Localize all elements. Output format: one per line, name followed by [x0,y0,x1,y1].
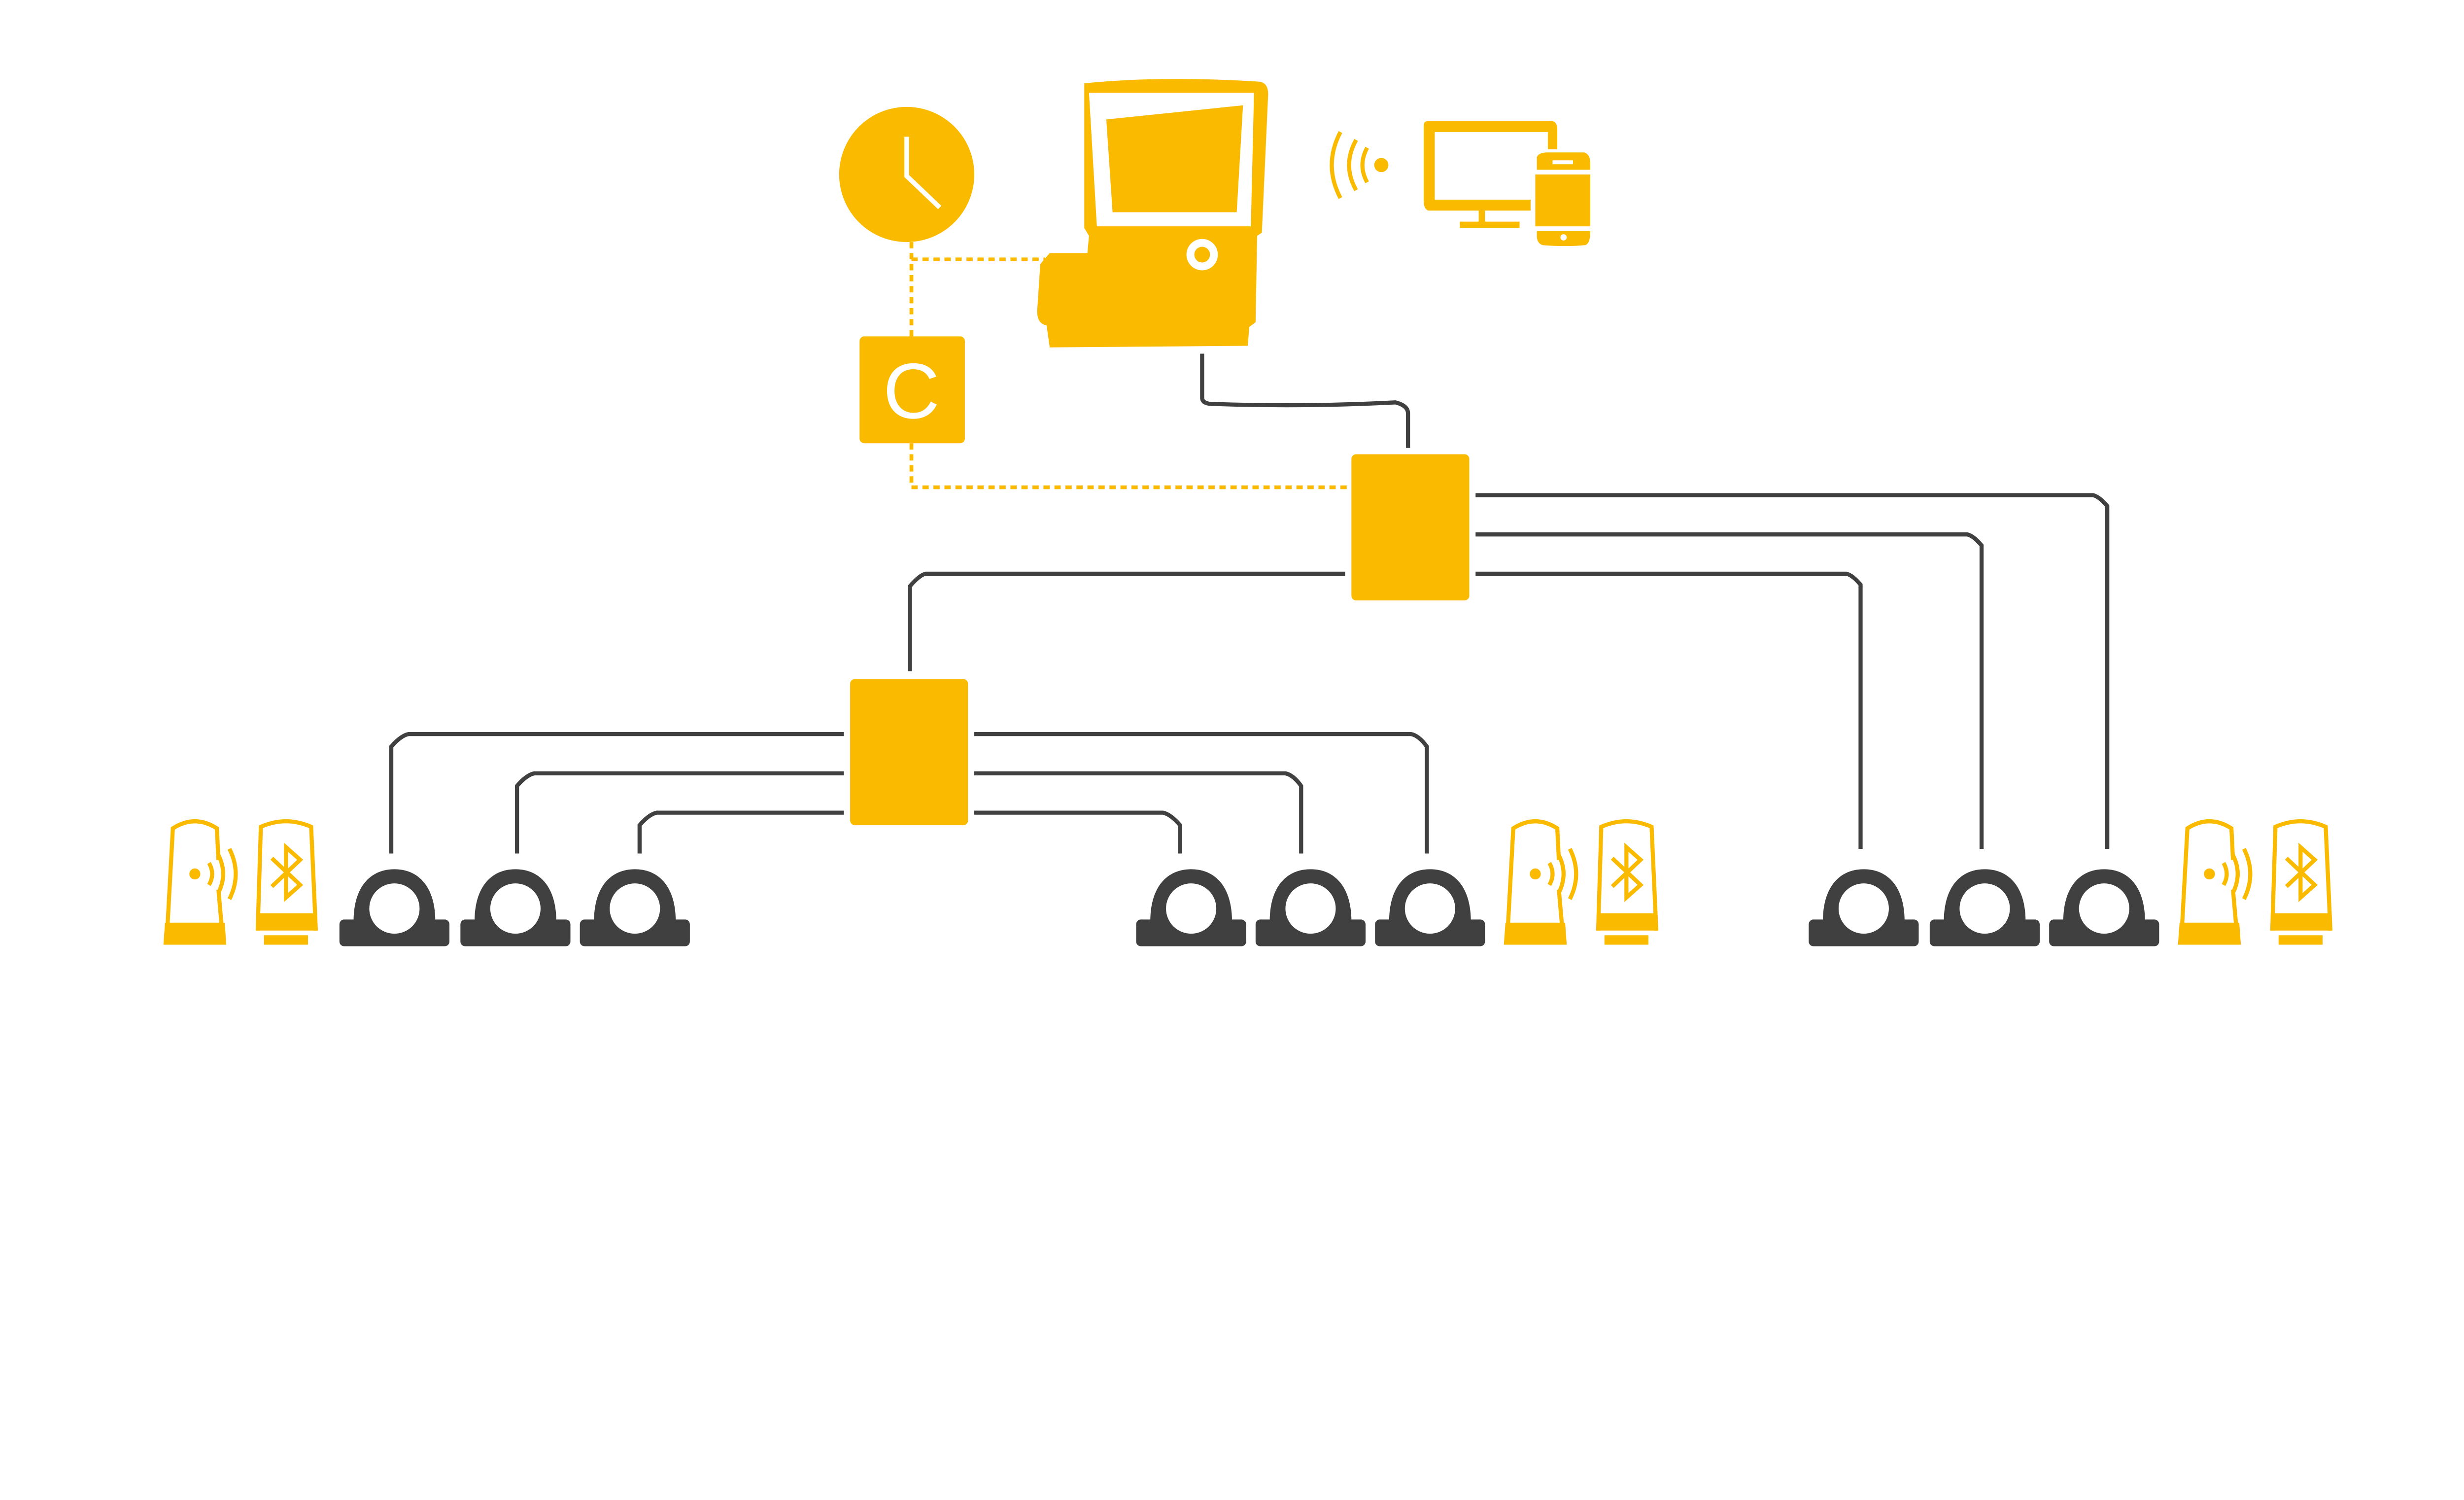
monitor-icon [1424,121,1558,228]
hub-main[interactable] [1351,454,1470,601]
clock-icon [839,106,975,243]
wireless-signal-icon [1330,131,1389,199]
sensor-icon[interactable] [1929,869,2040,946]
controller-c-box[interactable]: C [859,336,965,444]
bluetooth-beacon-icon [255,819,318,945]
sensor-icon[interactable] [1809,869,1919,946]
central-unit-device[interactable] [1037,79,1268,348]
system-diagram: C [163,79,2333,946]
sensor-icon[interactable] [1136,869,1246,946]
smartphone-icon [1535,152,1591,246]
sensor-icon[interactable] [339,869,449,946]
hub-secondary[interactable] [850,679,968,826]
controller-logo-letter: C [883,347,940,435]
dotted-control-links [909,242,1352,489]
sensor-icon[interactable] [460,869,571,946]
bluetooth-beacon-icon [1596,819,1659,945]
beacon-groups [163,819,2333,945]
wireless-beacon-icon [2178,819,2253,945]
bluetooth-beacon-icon [2270,819,2333,945]
sensor-row [339,869,2159,946]
wired-connections [389,353,2110,854]
sensor-icon[interactable] [1255,869,1366,946]
wireless-beacon-icon [1504,819,1578,945]
sensor-icon[interactable] [1375,869,1485,946]
wireless-beacon-icon [163,819,238,945]
sensor-icon[interactable] [2049,869,2159,946]
sensor-icon[interactable] [580,869,690,946]
